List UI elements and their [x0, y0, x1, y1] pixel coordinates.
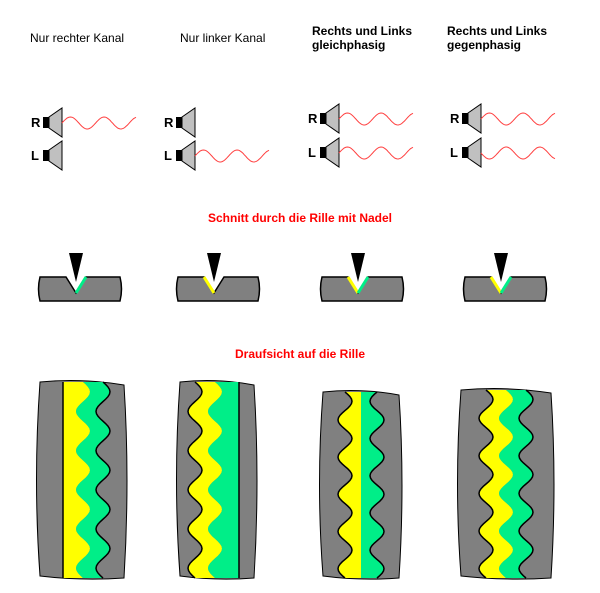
- needle-icon-2: [351, 253, 365, 282]
- yellow-band-0: [63, 382, 90, 578]
- speaker-right-1-magnet: [176, 117, 182, 128]
- speaker-left-1-magnet: [176, 150, 182, 161]
- vinyl-cross-section-1: [175, 276, 261, 302]
- green-flank-2: [356, 276, 370, 294]
- label-line: Nur linker Kanal: [180, 31, 266, 45]
- label-line: Rechts und Links: [312, 24, 413, 38]
- needle-icon-0: [69, 253, 83, 282]
- speaker-left-3-label: L: [450, 145, 458, 160]
- signal-wave-left-2: [338, 146, 414, 160]
- speaker-left-1-label: L: [164, 148, 172, 163]
- speaker-left-2-cone-icon: [325, 137, 340, 168]
- signal-wave-left-1: [194, 149, 270, 163]
- green-band-2: [361, 392, 384, 578]
- cross-section-title: Schnitt durch die Rille mit Nadel: [207, 211, 393, 225]
- speaker-right-3-cone-icon: [467, 103, 482, 134]
- label-line: Nur rechter Kanal: [30, 31, 125, 45]
- green-flank-3: [499, 276, 513, 294]
- groove-edge-right-0: [95, 381, 111, 579]
- speaker-left-1-cone-icon: [181, 140, 196, 171]
- speaker-left-2-label: L: [308, 145, 316, 160]
- yellow-band-3: [479, 390, 513, 578]
- speaker-right-0-magnet: [43, 117, 49, 128]
- yellow-band-2: [338, 392, 361, 578]
- speaker-right-2-magnet: [320, 113, 326, 124]
- green-band-1: [208, 382, 239, 578]
- speaker-left-0-cone-icon: [48, 140, 63, 171]
- speaker-right-3-magnet: [462, 113, 468, 124]
- groove-edge-right-3: [518, 389, 534, 579]
- speaker-right-1-label: R: [164, 115, 174, 130]
- speaker-right-0-cone-icon: [48, 107, 63, 138]
- green-band-0: [76, 382, 110, 578]
- speaker-left-2-magnet: [320, 147, 326, 158]
- speaker-right-2-label: R: [308, 111, 318, 126]
- groove-edge-right-2: [369, 391, 385, 579]
- signal-wave-left-3: [480, 146, 556, 160]
- column-label-0: Nur rechter Kanal: [30, 31, 124, 45]
- label-line: Rechts und Links: [447, 24, 548, 38]
- yellow-flank-3: [489, 276, 503, 294]
- speaker-right-1-cone-icon: [181, 107, 196, 138]
- speaker-right-3-label: R: [450, 111, 460, 126]
- label-line: gleichphasig: [312, 38, 386, 52]
- needle-icon-1: [207, 253, 221, 282]
- column-label-1: Nur linker Kanal: [180, 31, 265, 45]
- green-flank-0: [74, 276, 88, 294]
- groove-edge-left-1: [187, 381, 203, 579]
- speaker-left-3-cone-icon: [467, 137, 482, 168]
- yellow-band-1: [188, 382, 222, 578]
- speaker-left-3-magnet: [462, 147, 468, 158]
- speaker-left-0-label: L: [31, 148, 39, 163]
- signal-wave-right-2: [338, 112, 414, 126]
- top-view-title: Draufsicht auf die Rille: [234, 347, 366, 361]
- needle-icon-3: [494, 253, 508, 282]
- speaker-right-0-label: R: [31, 115, 41, 130]
- yellow-flank-1: [202, 276, 216, 294]
- signal-wave-right-0: [61, 116, 137, 130]
- groove-edge-left-3: [478, 389, 494, 579]
- signal-wave-right-3: [480, 112, 556, 126]
- label-line: gegenphasig: [447, 38, 522, 52]
- groove-edge-left-2: [337, 391, 353, 579]
- speaker-right-2-cone-icon: [325, 103, 340, 134]
- yellow-flank-2: [346, 276, 360, 294]
- speaker-left-0-magnet: [43, 150, 49, 161]
- green-band-3: [499, 390, 533, 578]
